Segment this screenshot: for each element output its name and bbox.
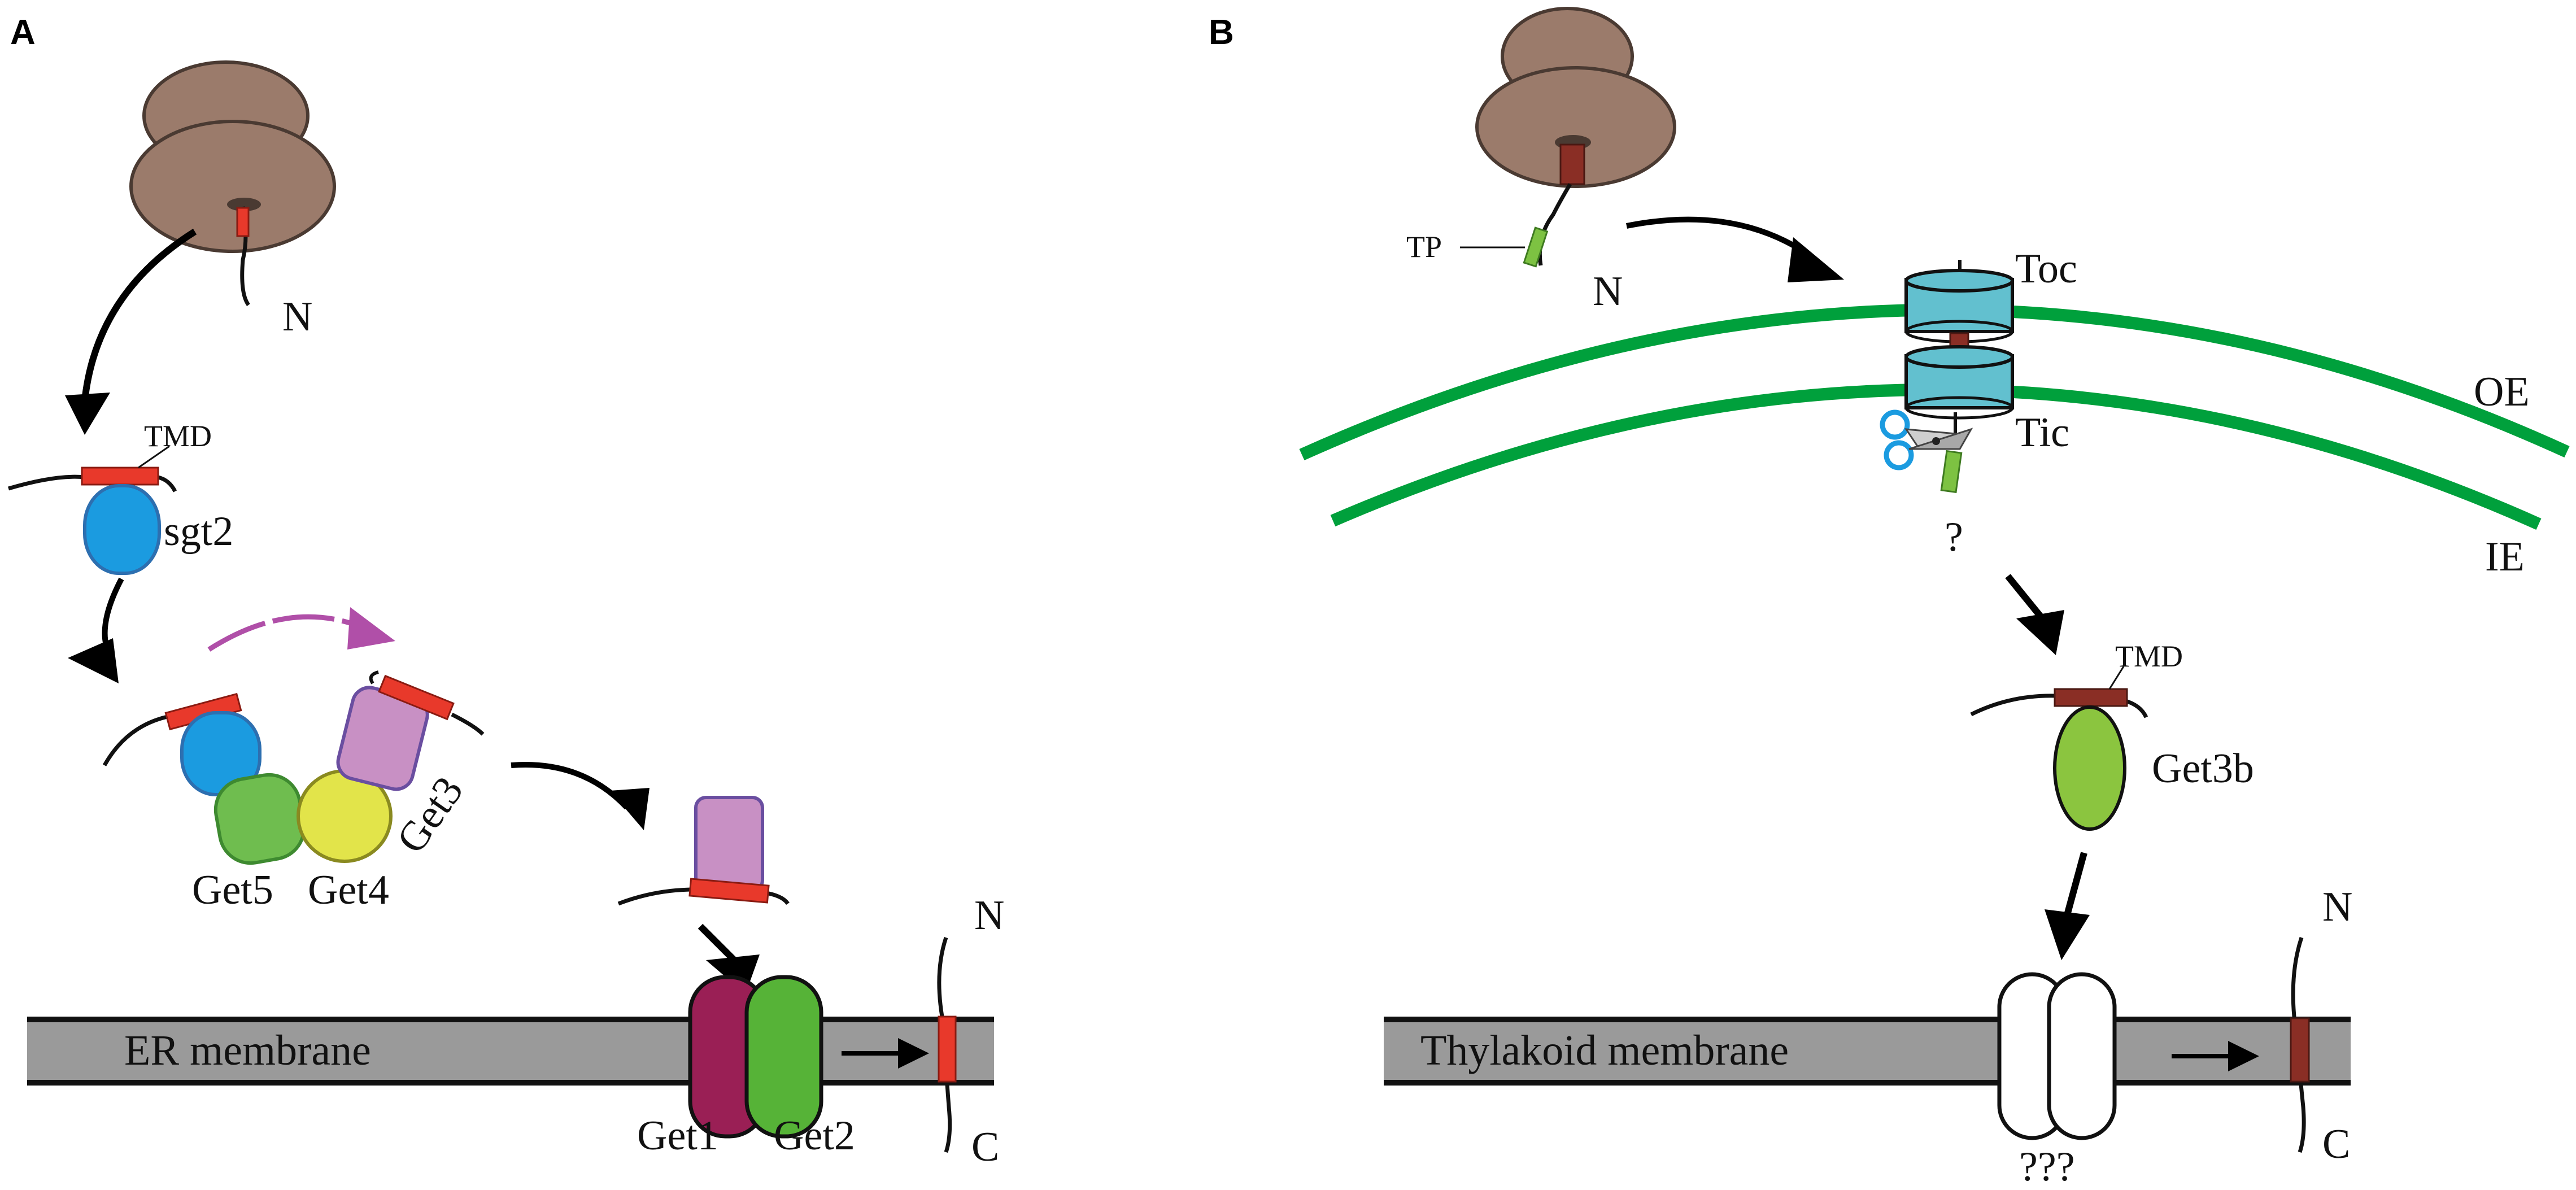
label-unknown-receptor: ??? <box>2019 1144 2075 1190</box>
label-ie: IE <box>2485 534 2525 580</box>
arrow-complex-to-get3 <box>511 761 629 810</box>
transfer-arrow <box>207 614 363 652</box>
label-n-top-b: N <box>1593 268 1623 315</box>
label-c-mem-a: C <box>971 1124 999 1170</box>
arrow-get3b-to-receptor <box>2064 852 2087 916</box>
label-n-mem-a: N <box>974 892 1004 939</box>
inserted-tmd-a <box>938 1015 957 1083</box>
er-membrane <box>27 1017 994 1086</box>
unknown-receptor-right[interactable] <box>2047 972 2117 1140</box>
tmd-get3 <box>688 878 770 904</box>
transfer-arrowhead <box>347 607 395 650</box>
arrowhead-to-get3b <box>2016 610 2064 655</box>
toc-tic-complex <box>1904 260 2014 446</box>
label-er-membrane: ER membrane <box>124 1027 371 1074</box>
label-n-top-a: N <box>282 294 312 340</box>
label-tp: TP <box>1406 230 1442 264</box>
label-tmd-a: TMD <box>144 419 212 453</box>
nascent-chain-b <box>1537 183 1572 266</box>
panel-b: B TP N OE IE <box>1209 7 2570 1190</box>
inserted-tmd-b <box>2290 1017 2310 1083</box>
inserted-chain-b <box>2291 936 2306 1153</box>
membrane-insertion-arrowhead-a <box>898 1038 929 1069</box>
transit-peptide <box>1523 226 1549 268</box>
arrow-to-get3b <box>2005 574 2047 624</box>
get3b-complex <box>1970 666 2148 831</box>
membrane-insertion-arrowhead-b <box>2228 1041 2259 1071</box>
label-tmd-b: TMD <box>2115 639 2183 673</box>
label-tic: Tic <box>2015 409 2069 456</box>
label-oe: OE <box>2474 369 2530 415</box>
ribosome-a <box>129 60 336 307</box>
label-question: ? <box>1945 514 1963 560</box>
label-sgt2: sgt2 <box>164 508 233 555</box>
tmd-sgt2 <box>81 467 159 486</box>
label-n-mem-b: N <box>2322 884 2352 930</box>
arrowhead-get3b-to-receptor <box>2045 909 2090 960</box>
label-c-mem-b: C <box>2322 1121 2350 1167</box>
label-get1: Get1 <box>637 1113 718 1159</box>
inner-envelope <box>1330 383 2542 530</box>
label-get5: Get5 <box>192 867 273 913</box>
sgt2-protein <box>83 484 161 575</box>
arrow-ribosome-to-sgt2 <box>81 228 197 402</box>
label-thylakoid-membrane: Thylakoid membrane <box>1420 1027 1789 1074</box>
get3b-protein[interactable] <box>2053 705 2126 831</box>
scissors-icon <box>1880 409 1973 470</box>
thylakoid-membrane <box>1384 1017 2351 1086</box>
tmd-in-ribosome-b <box>1559 143 1585 185</box>
panel-a: A N TMD sgt2 <box>8 13 1004 1170</box>
tmd-get3b <box>2054 688 2128 707</box>
arrowhead-sgt2-to-get <box>68 638 119 683</box>
arrowhead-ribosome-to-sgt2 <box>65 393 110 435</box>
arrow-ribosome-to-toc <box>1626 216 1817 263</box>
ribosome-b <box>1475 7 1676 268</box>
sgt2-complex <box>8 445 177 575</box>
arrowhead-ribosome-to-toc <box>1788 237 1844 282</box>
get2-protein[interactable] <box>744 975 823 1139</box>
label-get4: Get4 <box>308 867 389 913</box>
get-complex <box>102 670 485 865</box>
label-get2: Get2 <box>774 1113 855 1159</box>
cleaved-transit-peptide <box>1940 450 1963 494</box>
get3-alone <box>617 796 790 906</box>
panel-a-letter: A <box>10 13 36 52</box>
tmd-get3-complex <box>378 674 455 721</box>
label-get3b: Get3b <box>2152 746 2254 792</box>
get3-protein <box>694 796 764 892</box>
label-toc: Toc <box>2015 246 2077 292</box>
tmd-in-ribosome-a <box>236 207 250 237</box>
arrowhead-complex-to-get3 <box>610 788 650 830</box>
panel-b-letter: B <box>1209 13 1234 52</box>
